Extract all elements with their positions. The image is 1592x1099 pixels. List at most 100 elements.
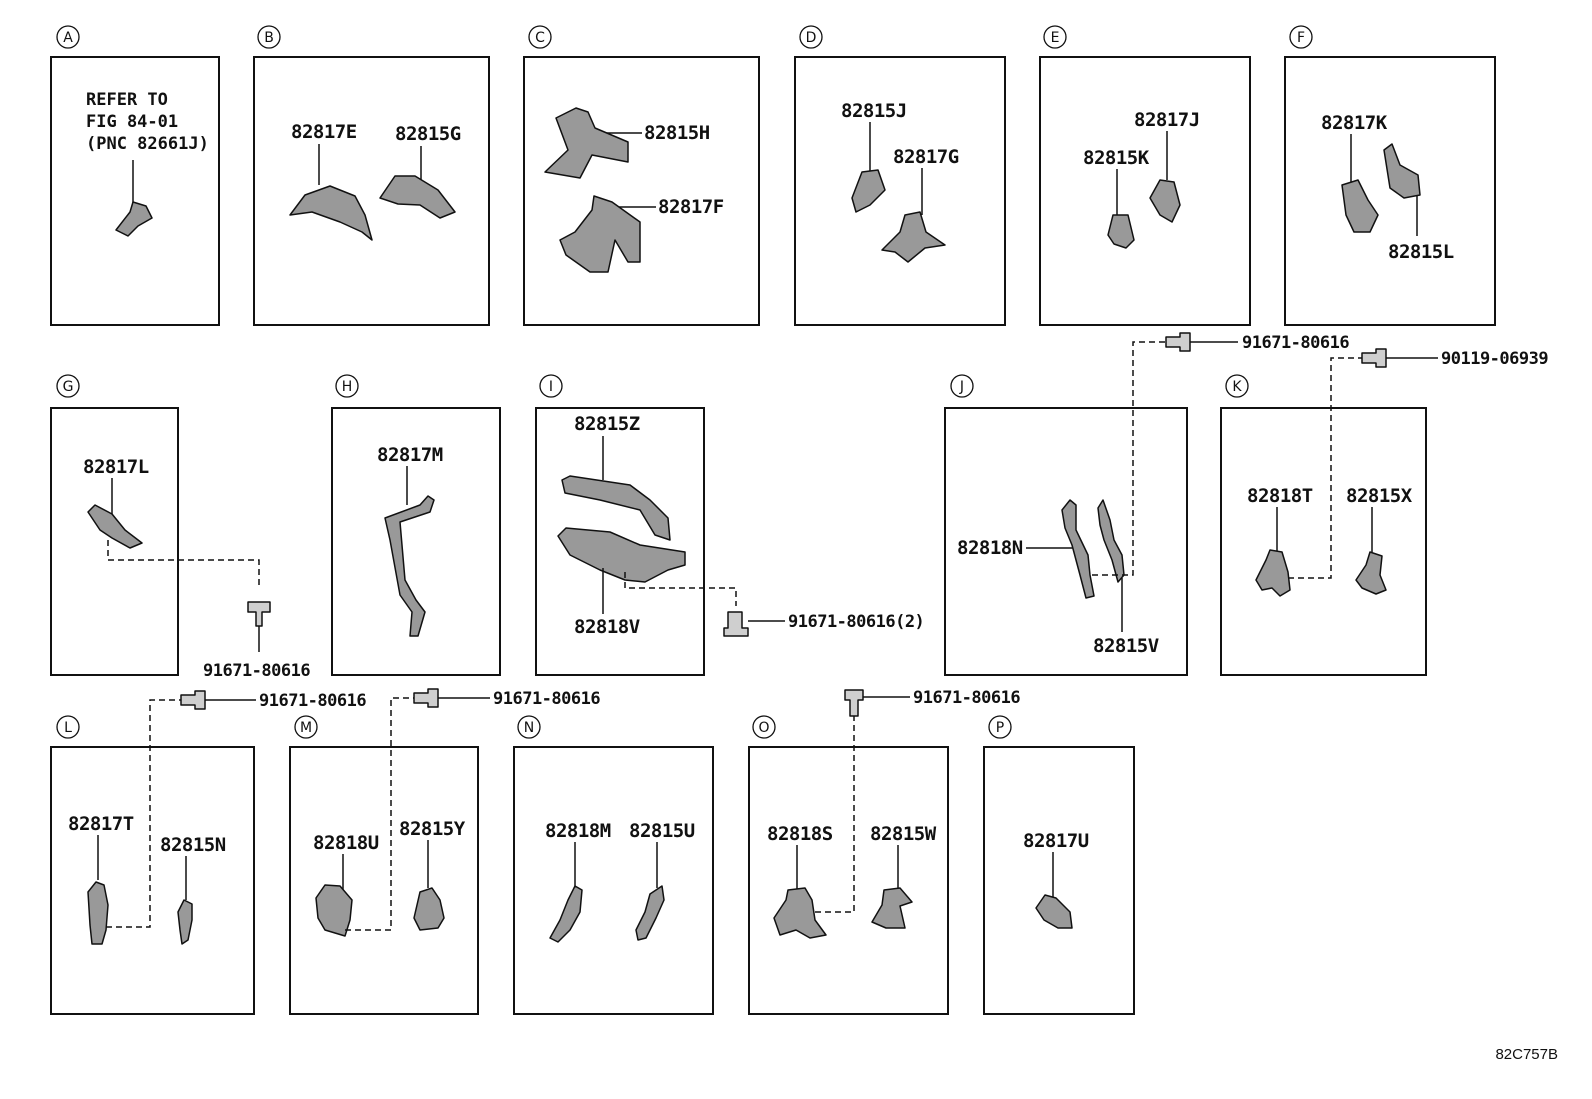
- panel-letter: N: [524, 720, 534, 736]
- bolt-icon: [1165, 332, 1191, 352]
- part-illustration: [413, 887, 445, 931]
- panel-h: H 82817M: [331, 374, 501, 676]
- panel-letter: A: [63, 30, 73, 46]
- part-illustration: [1355, 551, 1387, 595]
- bolt-part-number: 91671-80616: [493, 689, 600, 709]
- part-number: 82815U: [629, 820, 695, 842]
- panel-letter: E: [1051, 30, 1060, 46]
- part-illustration: [1097, 499, 1125, 583]
- part-number: 82817G: [893, 146, 959, 168]
- panel-c: C 82815H 82817F: [523, 25, 760, 326]
- part-number: 82818V: [574, 616, 640, 638]
- part-number: 82818N: [957, 537, 1023, 559]
- bolt-part-number: 91671-80616: [259, 691, 366, 711]
- panel-k: K 82818T 82815X 90119-06939: [1220, 348, 1549, 676]
- panel-n: N 82818M 82815U: [513, 715, 714, 1015]
- part-illustration: [379, 175, 456, 219]
- panel-letter: O: [758, 720, 769, 736]
- part-illustration: [177, 899, 193, 945]
- part-illustration: [851, 169, 886, 213]
- part-illustration: [1383, 143, 1421, 199]
- part-illustration: [1341, 179, 1379, 233]
- part-number: 82815X: [1346, 485, 1413, 507]
- part-illustration: [549, 885, 583, 943]
- part-number: 82815Z: [574, 413, 640, 435]
- reference-note-line: FIG 84-01: [86, 112, 178, 132]
- part-number: 82818U: [313, 832, 379, 854]
- diagram-code: 82C757B: [1495, 1046, 1558, 1063]
- bolt-part-number: 91671-80616: [1242, 333, 1349, 353]
- part-illustration: [559, 195, 641, 273]
- part-number: 82817L: [83, 456, 149, 478]
- part-illustration: [1107, 214, 1135, 249]
- part-number: 82815W: [870, 823, 937, 845]
- bolt-part-number: 91671-80616: [913, 688, 1020, 708]
- part-illustration: [561, 475, 671, 541]
- panel-i: I 82815Z 82818V 91671-80616(2): [535, 374, 925, 676]
- part-illustration: [635, 885, 665, 941]
- part-number: 82815V: [1093, 635, 1159, 657]
- bolt-part-number: 91671-80616(2): [788, 612, 924, 632]
- part-number: 82817T: [68, 813, 134, 835]
- panel-g: G 82817L 91671-80616: [50, 374, 311, 681]
- panel-letter: F: [1297, 30, 1305, 46]
- panel-l: L 82817T 82815N 91671-80616: [50, 690, 367, 1015]
- part-illustration: [557, 527, 686, 583]
- part-number: 82817E: [291, 121, 357, 143]
- part-illustration: [1149, 179, 1181, 223]
- bolt-part-number: 90119-06939: [1441, 349, 1548, 369]
- part-number: 82815Y: [399, 818, 466, 840]
- part-illustration: [871, 887, 913, 929]
- part-illustration: [773, 887, 827, 939]
- part-illustration: [115, 201, 153, 237]
- part-number: 82817U: [1023, 830, 1089, 852]
- part-number: 82817J: [1134, 109, 1200, 131]
- panel-a: A REFER TO FIG 84-01 (PNC 82661J): [50, 25, 220, 326]
- bolt-icon: [180, 690, 206, 710]
- panel-letter: I: [549, 379, 553, 395]
- panel-letter: G: [63, 379, 74, 395]
- panel-f: F 82817K 82815L: [1284, 25, 1496, 326]
- panel-o: O 82818S 82815W 91671-80616: [748, 688, 1021, 1015]
- part-illustration: [384, 495, 435, 637]
- panel-letter: L: [64, 720, 72, 736]
- panel-letter: J: [959, 379, 964, 395]
- part-illustration: [1255, 549, 1291, 597]
- part-number: 82815L: [1388, 241, 1454, 263]
- bolt-icon: [247, 601, 271, 627]
- part-illustration: [87, 881, 109, 945]
- panel-m: M 82818U 82815Y 91671-80616: [289, 688, 601, 1015]
- part-illustration: [1035, 894, 1073, 929]
- part-illustration: [881, 211, 946, 263]
- panel-letter: H: [342, 379, 353, 395]
- panel-letter: K: [1232, 379, 1242, 395]
- reference-note-line: REFER TO: [86, 90, 168, 110]
- bolt-part-number: 91671-80616: [203, 661, 310, 681]
- panel-letter: P: [996, 720, 1004, 736]
- panel-d: D 82815J 82817G: [794, 25, 1006, 326]
- bolt-icon: [844, 689, 864, 717]
- part-illustration: [544, 107, 629, 179]
- panel-letter: C: [535, 30, 545, 46]
- bolt-icon: [413, 688, 439, 708]
- panel-p: P 82817U: [983, 715, 1135, 1015]
- part-illustration: [289, 185, 373, 241]
- part-number: 82818S: [767, 823, 833, 845]
- bolt-icon: [723, 611, 749, 637]
- panel-b: B 82817E 82815G: [253, 25, 490, 326]
- part-illustration: [87, 504, 143, 549]
- part-number: 82817F: [658, 196, 724, 218]
- panel-letter: D: [806, 30, 817, 46]
- part-illustration: [315, 884, 353, 937]
- part-number: 82815N: [160, 834, 226, 856]
- reference-note-line: (PNC 82661J): [86, 134, 209, 154]
- part-number: 82817K: [1321, 112, 1388, 134]
- bolt-icon: [1361, 348, 1387, 368]
- panel-j: J 82818N 82815V 91671-80616: [944, 332, 1350, 676]
- part-number: 82815H: [644, 122, 710, 144]
- panel-letter: B: [264, 30, 274, 46]
- part-number: 82815K: [1083, 147, 1150, 169]
- part-number: 82818M: [545, 820, 611, 842]
- part-number: 82815G: [395, 123, 461, 145]
